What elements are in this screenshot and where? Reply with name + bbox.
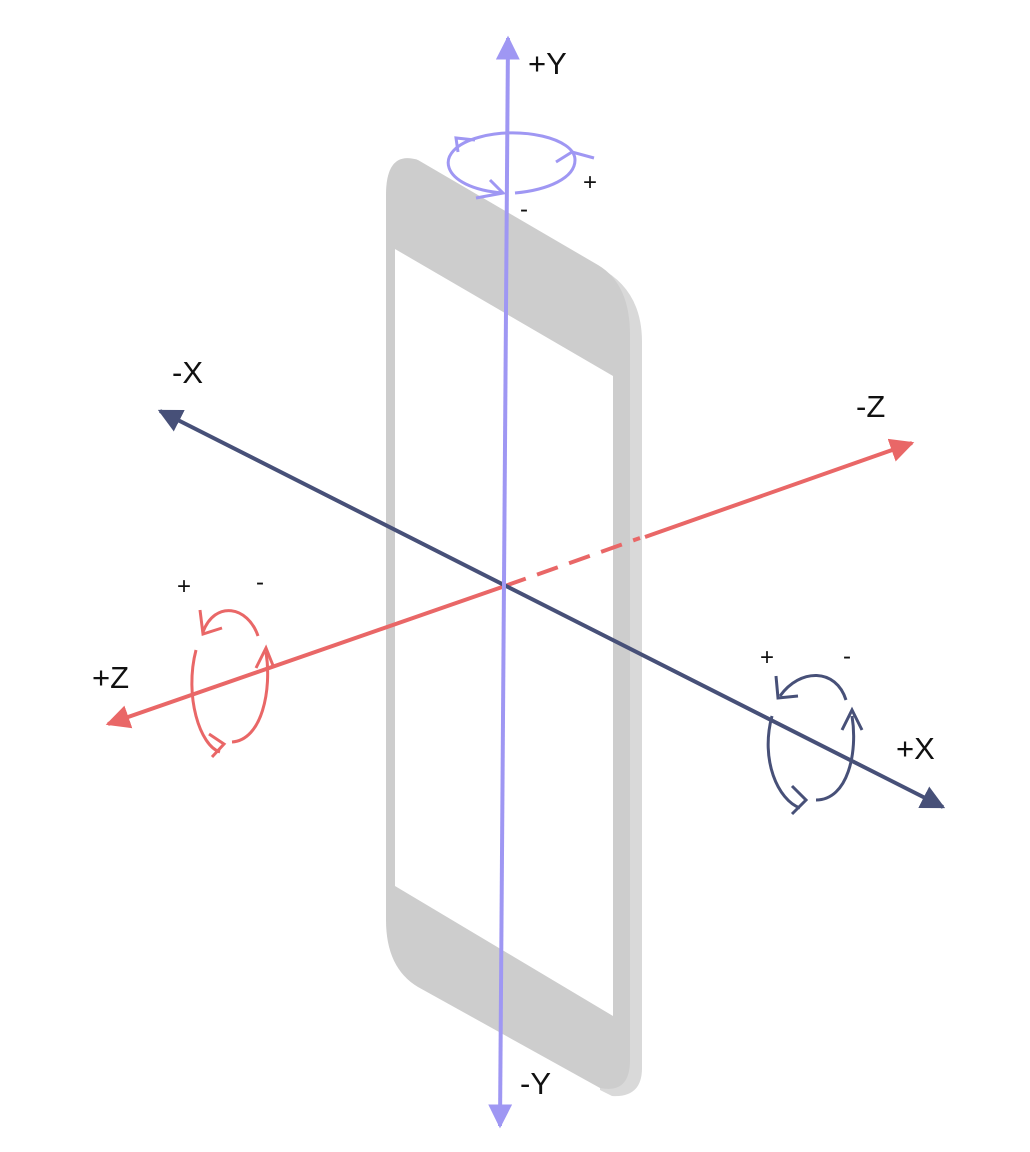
y-negative-label: -Y — [520, 1066, 551, 1101]
z-axis-negative-line — [644, 438, 915, 539]
z-rotation-positive-label: + — [177, 573, 191, 600]
x-axis-line — [157, 409, 946, 809]
phone-icon — [386, 158, 642, 1097]
x-positive-label: +X — [896, 731, 935, 766]
y-rotation-positive-label: + — [583, 169, 597, 196]
arrow-head — [840, 706, 864, 731]
arrow-head — [454, 136, 476, 153]
curved-arrow-icon — [778, 674, 848, 701]
curved-arrow-icon — [231, 651, 270, 744]
z-rotation-negative-label: - — [256, 569, 264, 596]
x-axis — [157, 409, 946, 809]
curved-arrow-icon — [190, 649, 221, 754]
x-rotation-positive-label: + — [760, 644, 774, 671]
arrow-head — [254, 644, 276, 669]
y-axis — [488, 35, 520, 1129]
arrow-head — [208, 732, 227, 759]
curved-arrow-icon — [815, 715, 856, 802]
arrow-head — [555, 150, 595, 164]
y-positive-label: +Y — [528, 46, 567, 81]
z-negative-label: -Z — [856, 389, 885, 424]
x-negative-label: -X — [172, 355, 203, 390]
y-axis-line — [488, 35, 520, 1129]
curved-arrow-icon — [201, 609, 260, 637]
arrow-head — [774, 675, 799, 700]
z-rotation-arrow — [190, 609, 276, 759]
y-rotation-arrow — [446, 131, 595, 200]
y-rotation-negative-label: - — [520, 196, 528, 223]
arrow-head — [790, 784, 809, 816]
x-rotation-arrow — [766, 674, 864, 816]
arrow-head — [198, 609, 223, 636]
arrow-head — [475, 178, 507, 200]
x-rotation-negative-label: - — [843, 643, 851, 670]
z-positive-label: +Z — [92, 660, 129, 695]
curved-arrow-icon — [766, 715, 801, 810]
curved-arrow-icon — [446, 131, 577, 195]
